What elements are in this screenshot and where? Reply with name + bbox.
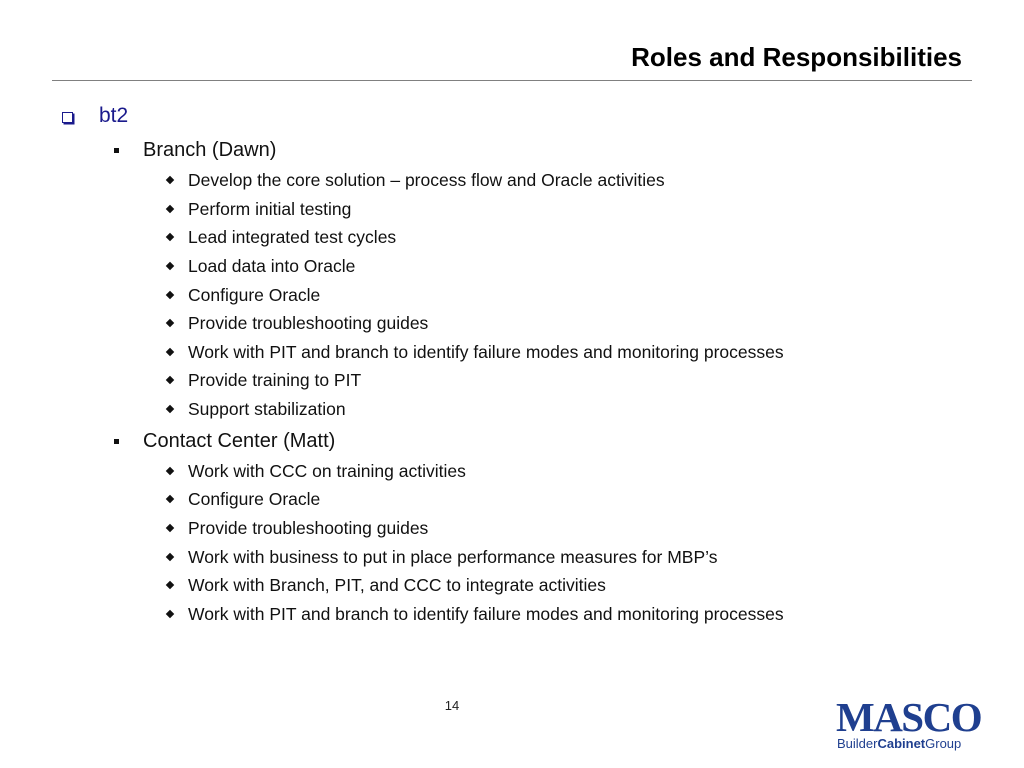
diamond-bullet-icon — [165, 318, 175, 328]
list-item: Work with PIT and branch to identify fai… — [165, 602, 784, 626]
section-heading-text: Contact Center (Matt) — [143, 429, 336, 452]
level1-bullet: bt2 — [62, 100, 128, 132]
list-item: Perform initial testing — [165, 197, 352, 221]
masco-logo: MASCO BuilderCabinetGroup — [834, 696, 983, 756]
list-item-text: Work with PIT and branch to identify fai… — [188, 603, 784, 624]
list-item: Load data into Oracle — [165, 254, 356, 278]
list-item-text: Lead integrated test cycles — [188, 226, 397, 247]
logo-sub-cabinet: Cabinet — [877, 736, 926, 751]
list-item-text: Work with PIT and branch to identify fai… — [188, 341, 784, 362]
list-item-text: Develop the core solution – process flow… — [188, 169, 665, 190]
section-heading-contact-center: Contact Center (Matt) — [114, 427, 335, 455]
diamond-bullet-icon — [165, 204, 175, 214]
diamond-bullet-icon — [165, 375, 175, 385]
diamond-bullet-icon — [165, 261, 175, 271]
list-item: Work with business to put in place perfo… — [165, 545, 718, 569]
list-item: Develop the core solution – process flow… — [165, 168, 665, 192]
section-heading-text: Branch (Dawn) — [143, 138, 277, 161]
checkbox-bullet-icon — [62, 111, 73, 123]
list-item: Configure Oracle — [165, 487, 321, 511]
diamond-bullet-icon — [165, 466, 175, 476]
level1-text: bt2 — [99, 104, 129, 127]
page-number: 14 — [444, 698, 460, 713]
list-item: Work with Branch, PIT, and CCC to integr… — [165, 573, 606, 597]
diamond-bullet-icon — [165, 494, 175, 504]
logo-subtitle: BuilderCabinetGroup — [837, 736, 961, 752]
diamond-bullet-icon — [165, 609, 175, 619]
diamond-bullet-icon — [165, 175, 175, 185]
section-heading-branch: Branch (Dawn) — [114, 136, 276, 164]
list-item-text: Work with business to put in place perfo… — [188, 546, 718, 567]
list-item: Provide troubleshooting guides — [165, 516, 429, 540]
list-item-text: Work with CCC on training activities — [188, 460, 466, 481]
list-item-text: Perform initial testing — [188, 198, 352, 219]
logo-sub-group: Group — [925, 736, 962, 751]
list-item: Work with PIT and branch to identify fai… — [165, 340, 784, 364]
list-item-text: Provide troubleshooting guides — [188, 312, 429, 333]
title-divider — [52, 80, 972, 81]
logo-mark: MASCO — [836, 694, 983, 740]
diamond-bullet-icon — [165, 580, 175, 590]
list-item: Lead integrated test cycles — [165, 225, 397, 249]
list-item-text: Provide troubleshooting guides — [188, 517, 429, 538]
list-item: Provide training to PIT — [165, 368, 362, 392]
list-item: Configure Oracle — [165, 283, 321, 307]
square-bullet-icon — [114, 147, 119, 153]
list-item-text: Load data into Oracle — [188, 255, 356, 276]
list-item-text: Configure Oracle — [188, 284, 321, 305]
diamond-bullet-icon — [165, 347, 175, 357]
square-bullet-icon — [114, 438, 119, 444]
diamond-bullet-icon — [165, 232, 175, 242]
list-item-text: Configure Oracle — [188, 488, 321, 509]
list-item-text: Support stabilization — [188, 398, 346, 419]
slide-title: Roles and Responsibilities — [631, 42, 962, 72]
list-item-text: Work with Branch, PIT, and CCC to integr… — [188, 574, 606, 595]
diamond-bullet-icon — [165, 552, 175, 562]
logo-sub-builder: Builder — [837, 736, 878, 751]
list-item: Support stabilization — [165, 397, 346, 421]
list-item: Work with CCC on training activities — [165, 459, 466, 483]
diamond-bullet-icon — [165, 290, 175, 300]
list-item: Provide troubleshooting guides — [165, 311, 429, 335]
diamond-bullet-icon — [165, 523, 175, 533]
list-item-text: Provide training to PIT — [188, 369, 362, 390]
diamond-bullet-icon — [165, 404, 175, 414]
